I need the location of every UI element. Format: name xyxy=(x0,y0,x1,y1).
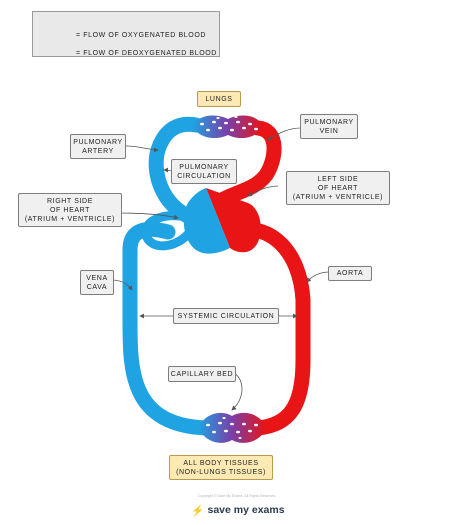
pulmonary-circulation-line-2: CIRCULATION xyxy=(177,172,231,180)
pulmonary-vein-line-2: VEIN xyxy=(319,127,339,135)
vessel-loop xyxy=(141,211,195,251)
vena-cava-line-1: VENA xyxy=(86,274,108,282)
heart xyxy=(183,188,261,254)
legend-row-oxygenated: = FLOW OF OXYGENATED BLOOD xyxy=(37,29,206,41)
lungs-label: LUNGS xyxy=(197,91,241,107)
systemic-circulation-label: SYSTEMIC CIRCULATION xyxy=(173,308,279,324)
red-vessels xyxy=(214,120,311,436)
vena-cava-label: VENA CAVA xyxy=(80,270,114,295)
left-side-line-1: LEFT SIDE xyxy=(317,175,359,183)
body-tissues-label: ALL BODY TISSUES (NON-LUNGS TISSUES) xyxy=(169,455,273,480)
left-side-line-3: (ATRIUM + VENTRICLE) xyxy=(292,193,384,201)
right-side-line-1: RIGHT SIDE xyxy=(47,197,93,205)
pulmonary-vein-line-1: PULMONARY xyxy=(304,118,354,126)
aorta-vessel xyxy=(232,221,311,436)
pulmonary-circulation-line-1: PULMONARY xyxy=(179,163,229,171)
pulmonary-circulation-label: PULMONARY CIRCULATION xyxy=(171,159,237,184)
brand-name: save my exams xyxy=(207,504,285,516)
lightning-bolt-icon: ⚡ xyxy=(191,504,205,517)
body-tissues-line-1: ALL BODY TISSUES xyxy=(183,459,259,467)
body-capillary-bed xyxy=(198,412,266,443)
lungs-label-text: LUNGS xyxy=(205,95,233,103)
left-side-heart-label: LEFT SIDE OF HEART (ATRIUM + VENTRICLE) xyxy=(286,171,390,205)
right-side-line-2: OF HEART xyxy=(49,206,91,214)
legend: = FLOW OF OXYGENATED BLOOD = FLOW OF DEO… xyxy=(32,11,220,57)
body-tissues-line-2: (NON-LUNGS TISSUES) xyxy=(176,468,266,476)
right-side-heart-label: RIGHT SIDE OF HEART (ATRIUM + VENTRICLE) xyxy=(18,193,122,227)
systemic-circulation-text: SYSTEMIC CIRCULATION xyxy=(177,312,275,320)
copyright-text: Copyright © Save My Exams. All Rights Re… xyxy=(197,494,277,498)
pulmonary-vein-vessel xyxy=(214,120,282,208)
aorta-label: AORTA xyxy=(328,266,372,281)
pulmonary-artery-line-1: PULMONARY xyxy=(73,138,123,146)
aorta-label-text: AORTA xyxy=(336,270,364,277)
legend-oxygenated-label: = FLOW OF OXYGENATED BLOOD xyxy=(76,31,207,39)
vena-cava-vessel xyxy=(122,221,214,436)
left-side-line-2: OF HEART xyxy=(317,184,359,192)
capillary-bed-text: CAPILLARY BED xyxy=(170,370,234,378)
pulmonary-artery-line-2: ARTERY xyxy=(82,147,114,155)
pulmonary-artery-label: PULMONARY ARTERY xyxy=(70,134,126,159)
vena-cava-line-2: CAVA xyxy=(86,283,108,291)
legend-row-deoxygenated: = FLOW OF DEOXYGENATED BLOOD xyxy=(37,47,217,59)
brand-logo: ⚡ save my exams xyxy=(176,502,300,518)
right-side-line-3: (ATRIUM + VENTRICLE) xyxy=(24,215,116,223)
capillary-bed-label: CAPILLARY BED xyxy=(168,366,236,382)
legend-deoxygenated-label: = FLOW OF DEOXYGENATED BLOOD xyxy=(76,49,217,57)
pulmonary-vein-label: PULMONARY VEIN xyxy=(300,114,358,139)
lungs-capillary-bed xyxy=(192,115,263,139)
